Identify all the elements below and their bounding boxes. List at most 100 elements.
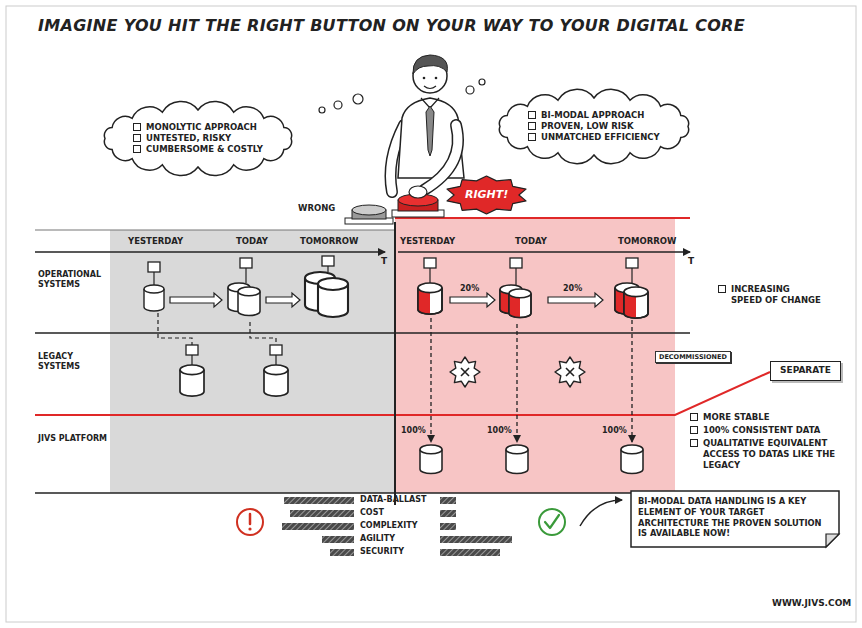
bar-label: COMPLEXITY xyxy=(360,521,417,531)
operational-left-part xyxy=(148,262,160,272)
button-label: WRONG xyxy=(298,203,335,214)
jivs-platform-part xyxy=(621,445,643,474)
operational-left-part xyxy=(245,268,246,283)
time-header: YESTERDAY xyxy=(128,236,183,247)
time-header: TODAY xyxy=(236,236,268,247)
checklist-item: 100% CONSISTENT DATA xyxy=(690,425,862,436)
axis-label: T xyxy=(688,256,694,268)
businessman-part xyxy=(413,55,447,74)
comparison-bars-part xyxy=(440,523,456,530)
right-button-part xyxy=(409,186,427,198)
grid-lines-part xyxy=(35,251,385,252)
callout-box: SEPARATE xyxy=(770,361,841,381)
businessman-part xyxy=(424,86,436,89)
legacy-left xyxy=(158,313,288,396)
pointer-arrow xyxy=(580,500,622,526)
warning-icon xyxy=(237,509,263,535)
node-text: UNTESTED, RISKY xyxy=(133,133,263,144)
operational-left-part xyxy=(240,258,252,268)
wrong-button-part xyxy=(352,205,386,215)
node-text: PROVEN, LOW RISK xyxy=(528,121,660,132)
legacy-left-part xyxy=(264,365,288,396)
diagram-title: IMAGINE YOU HIT THE RIGHT BUTTON ON YOUR… xyxy=(38,16,745,37)
operational-right xyxy=(418,258,648,318)
operational-right-part xyxy=(424,258,436,268)
thought-cloud: MONOLYTIC APPROACHUNTESTED, RISKYCUMBERS… xyxy=(95,100,301,177)
thought-bubbles-part xyxy=(479,79,485,85)
check-icon xyxy=(539,509,565,535)
comparison-bars-part xyxy=(322,536,354,543)
grid-lines-part xyxy=(35,372,770,415)
checklist-item: MORE STABLE xyxy=(690,412,862,423)
comparison-bars-part xyxy=(440,549,500,556)
axis-label: T xyxy=(381,256,387,268)
time-header: YESTERDAY xyxy=(400,236,455,247)
operational-right-part xyxy=(450,293,495,307)
percent-label: 20% xyxy=(563,284,582,294)
percent-label: 100% xyxy=(602,426,627,436)
legacy-left-part xyxy=(250,322,276,345)
businessman xyxy=(391,55,465,192)
jivs-platform-part xyxy=(516,324,517,442)
bar-label: AGILITY xyxy=(360,534,395,544)
thought-cloud: BI-MODAL APPROACHPROVEN, LOW RISKUNMATCH… xyxy=(490,88,698,165)
node-text: MONOLYTIC APPROACH xyxy=(133,122,263,133)
operational-left-part xyxy=(153,272,154,285)
operational-right-part xyxy=(548,293,603,307)
businessman-part xyxy=(424,125,458,190)
cloud-outline xyxy=(104,102,291,176)
jivs-platform-part xyxy=(631,320,632,442)
time-header: TODAY xyxy=(515,236,547,247)
jivs-platform-part xyxy=(506,445,528,474)
warning-icon-part xyxy=(248,527,251,530)
operational-right-part xyxy=(429,268,430,283)
operational-left xyxy=(144,256,348,317)
warning-icon-part xyxy=(237,509,263,535)
operational-right-part xyxy=(515,268,516,285)
red-region xyxy=(395,218,675,493)
status-tag: DECOMMISSIONED xyxy=(655,351,731,363)
node-text: RIGHT! xyxy=(465,188,508,202)
right-button xyxy=(392,186,444,217)
legacy-right-part xyxy=(450,357,480,387)
website-url: WWW.JIVS.COM xyxy=(772,598,851,610)
grid-lines xyxy=(35,218,770,505)
comparison-bars-part xyxy=(284,497,354,504)
jivs-platform-part xyxy=(420,445,442,474)
bar-label: COST xyxy=(360,508,384,518)
starburst-shape xyxy=(447,176,526,214)
legacy-right-part xyxy=(555,357,585,387)
legacy-left-part xyxy=(158,313,192,345)
jivs-platform xyxy=(420,318,643,474)
bar-label: SECURITY xyxy=(360,547,404,557)
businessman-part xyxy=(424,125,458,190)
comparison-bars-part xyxy=(440,510,456,517)
legacy-left-part xyxy=(275,355,276,365)
thought-bubbles xyxy=(319,79,485,113)
jivs-platform-part xyxy=(430,318,431,442)
businessman-part xyxy=(426,106,434,156)
comparison-bars-part xyxy=(440,536,512,543)
thought-bubbles-part xyxy=(334,101,342,109)
grid-lines-part xyxy=(35,229,395,230)
node-text: DECOMMISSIONED xyxy=(659,353,727,361)
row-label: LEGACY SYSTEMS xyxy=(38,352,110,373)
percent-label: 20% xyxy=(460,284,479,294)
time-header: TOMORROW xyxy=(618,236,676,247)
comparison-bars-part xyxy=(282,523,354,530)
legacy-left-part xyxy=(180,365,204,396)
businessman-part xyxy=(435,77,438,80)
cloud-outline xyxy=(499,89,688,163)
checklist-item: INCREASING SPEED OF CHANGE xyxy=(718,284,821,306)
checklist-item: QUALITATIVE EQUIVALENT ACCESS TO DATAS L… xyxy=(690,438,853,471)
note-fold xyxy=(826,534,839,547)
operational-left-part xyxy=(327,266,328,272)
node-text: CUMBERSOME & COSTLY xyxy=(133,144,263,155)
operational-right-part xyxy=(624,287,648,318)
node-text: BI-MODAL APPROACH xyxy=(528,110,660,121)
row-label: OPERATIONAL SYSTEMS xyxy=(38,270,110,291)
row-label: JIVS PLATFORM xyxy=(38,434,110,444)
note-outline xyxy=(631,491,839,547)
starburst: RIGHT! xyxy=(445,176,528,214)
